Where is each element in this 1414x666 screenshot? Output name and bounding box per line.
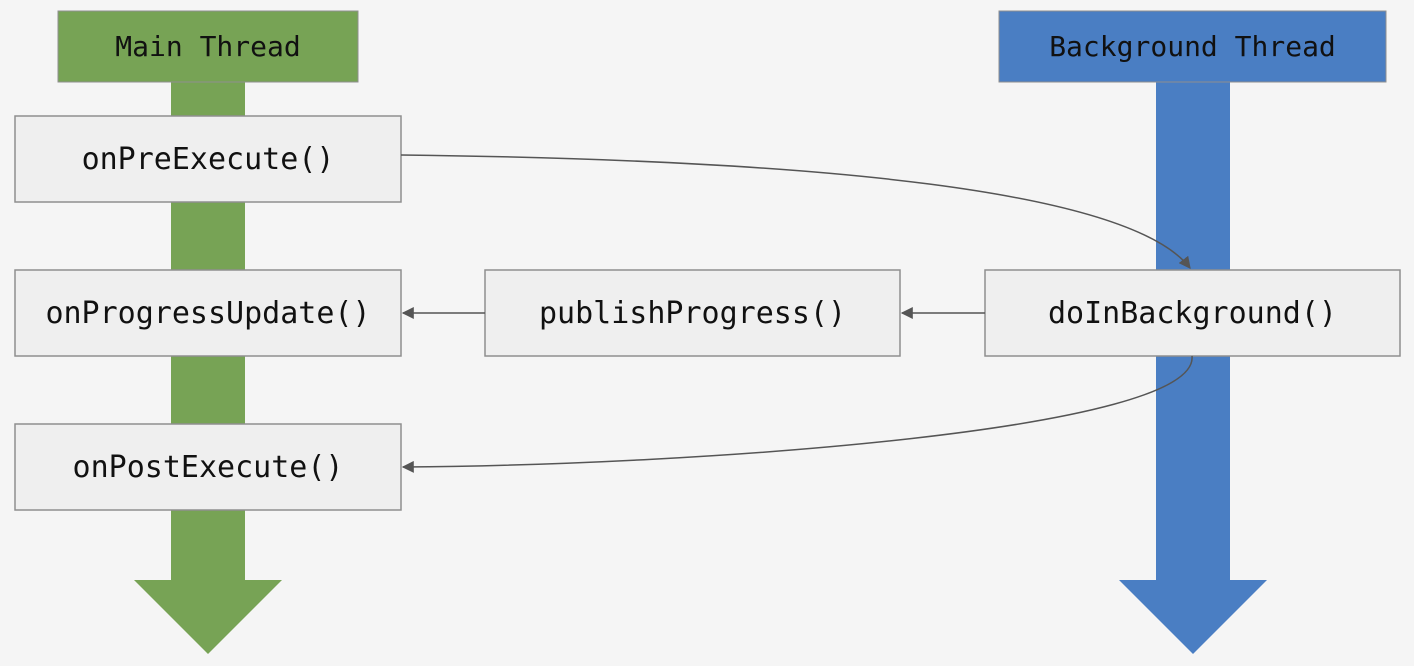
pre-execute-box (14, 115, 402, 203)
background-thread-arrowhead-shape (1119, 580, 1267, 654)
progress-update-box (14, 269, 402, 357)
post-execute-box (14, 423, 402, 511)
main-thread-header (57, 10, 359, 83)
publish-progress-box (484, 269, 901, 357)
connector-background-to-post (401, 355, 1193, 473)
background-thread-header (998, 10, 1387, 83)
main-thread-arrowhead-shape (134, 580, 282, 654)
background-thread-lane (1119, 80, 1267, 654)
do-in-background-box (984, 269, 1401, 357)
connector-pre-to-background (400, 154, 1191, 269)
